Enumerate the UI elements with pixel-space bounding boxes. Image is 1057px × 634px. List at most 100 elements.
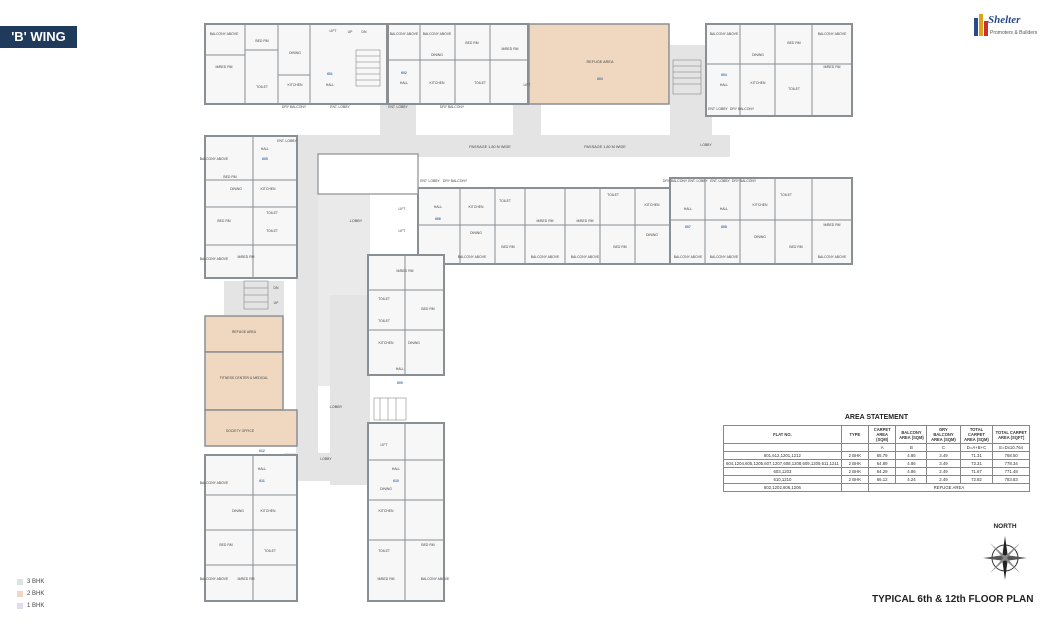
table-cell: 601,612,1201,1212 [723, 451, 842, 460]
room-label: M/BED RM [824, 65, 841, 69]
legend-label: 3 BHK [27, 579, 45, 585]
society-label: SOCIETY OFFICE [226, 429, 255, 433]
wall-outlines [204, 23, 853, 602]
flat-number: 608 [721, 225, 727, 229]
room-label: ENT. LOBBY [710, 179, 730, 183]
room-label: LIFT [330, 29, 337, 33]
column-header: CARPET AREA (SQM) [867, 425, 897, 444]
stair-label: DN [362, 30, 367, 34]
table-cell: 2 BHK [840, 459, 869, 468]
room-label: DRY BALCONY [443, 179, 468, 183]
room-label: BED RM [465, 41, 478, 45]
room-label: BALCONY ABOVE [710, 255, 739, 259]
passage-label: PASSAGE 1.80 M WIDE [469, 145, 511, 149]
table-cell: 65.79 [867, 451, 897, 460]
room-label: KITCHEN [469, 205, 484, 209]
room-label: DINING [289, 51, 301, 55]
room-label: BALCONY ABOVE [818, 32, 847, 36]
table-cell: 3.49 [926, 459, 961, 468]
table-cell: 778.34 [992, 459, 1030, 468]
flat-number: 609 [397, 381, 403, 385]
stair-label: DN [274, 286, 279, 290]
subheader-cell [723, 443, 842, 452]
table-header-row: FLAT NO. TYPE CARPET AREA (SQM) BALCONY … [723, 425, 1030, 444]
lobby-label: LOBBY [350, 219, 363, 223]
table-cell: 783.83 [992, 475, 1030, 484]
room-label: TOILET [378, 297, 390, 301]
subheader-cell: B [895, 443, 928, 452]
area-statement-title: AREA STATEMENT [844, 414, 909, 421]
lobby-label: LOBBY [330, 405, 343, 409]
room-label: LOBBY [320, 457, 332, 461]
room-label: M/BED RM [378, 577, 395, 581]
table-cell: 602,1202,606,1206 [723, 483, 842, 492]
room-label: DRY BALCONY [730, 107, 755, 111]
compass-icon [983, 536, 1027, 580]
table-cell [840, 483, 869, 492]
column-header: TOTAL CARPET AREA (SQM) [959, 425, 994, 444]
room-label: DRY BALCONY [282, 105, 307, 109]
room-label: BED RM [421, 307, 434, 311]
room-label: ENT. LOBBY [420, 179, 440, 183]
table-cell: 4.86 [895, 467, 928, 476]
room-label: BALCONY ABOVE [818, 255, 847, 259]
table-cell: 4.86 [895, 451, 928, 460]
subheader-cell [840, 443, 869, 452]
flat-number: 605 [262, 157, 268, 161]
room-label: LIFT [399, 229, 406, 233]
table-cell: 2 BHK [840, 475, 869, 484]
stair-label: UP [274, 301, 279, 305]
room-label: KITCHEN [261, 187, 276, 191]
column-header: DRY BALCONY AREA (SQM) [926, 425, 961, 444]
column-header: FLAT NO. [723, 425, 842, 444]
table-row: 603,1203 2 BHK 64.29 4.86 2.49 71.67 771… [723, 467, 1030, 476]
table-row: 604,1204,605,1205,607,1207,608,1208,609,… [723, 459, 1030, 468]
flat-number: 602 [401, 71, 407, 75]
room-label: TOILET [378, 319, 390, 323]
room-label: LIFT [381, 443, 388, 447]
column-header: TYPE [840, 425, 869, 444]
room-label: BED RM [421, 543, 434, 547]
room-label: BALCONY ABOVE [458, 255, 487, 259]
table-cell: 768.50 [992, 451, 1030, 460]
room-label: M/BED RM [502, 47, 519, 51]
legend-item: 1 BHK [17, 600, 44, 612]
table-cell: 2.49 [926, 475, 961, 484]
room-label: HALL [261, 147, 270, 151]
table-cell: 610,1210 [723, 475, 842, 484]
room-label: DINING [408, 341, 420, 345]
table-cell: 71.31 [959, 451, 994, 460]
table-cell: 3.49 [926, 451, 961, 460]
column-header: BALCONY AREA (SQM) [895, 425, 928, 444]
room-label: DRY BALCONY [440, 105, 465, 109]
legend-swatch [17, 603, 23, 609]
room-label: BALCONY ABOVE [710, 32, 739, 36]
room-label: DINING [752, 53, 764, 57]
room-label: BED RM [219, 543, 232, 547]
flat-number: 607 [685, 225, 691, 229]
room-label: M/BED RM [537, 219, 554, 223]
room-label: DINING [232, 509, 244, 513]
table-row: 601,612,1201,1212 2 BHK 65.79 4.86 3.49 … [723, 451, 1030, 460]
room-label: BALCONY ABOVE [200, 257, 229, 261]
logo-tagline: Promoters & Builders [990, 30, 1038, 36]
room-label: BED RM [789, 245, 802, 249]
table-cell: 2 BHK [840, 467, 869, 476]
legend-label: 1 BHK [27, 603, 45, 609]
room-label: TOILET [499, 199, 511, 203]
room-label: BED RM [255, 39, 268, 43]
brand-logo: Shelter Promoters & Builders [972, 8, 1042, 42]
flat-number: 601 [327, 72, 333, 76]
table-cell: 64.89 [867, 459, 897, 468]
room-label: M/BED RM [216, 65, 233, 69]
room-label: DINING [230, 187, 242, 191]
refuge-label: REFUGE AREA [232, 330, 257, 334]
flat-number: 603 [597, 77, 603, 81]
room-label: HALL [400, 81, 409, 85]
table-cell: 72.82 [959, 475, 994, 484]
room-label: TOILET [474, 81, 486, 85]
room-label: DINING [646, 233, 658, 237]
refuge-areas [204, 23, 670, 447]
room-label: BALCONY ABOVE [200, 157, 229, 161]
subheader-cell: C [926, 443, 961, 452]
